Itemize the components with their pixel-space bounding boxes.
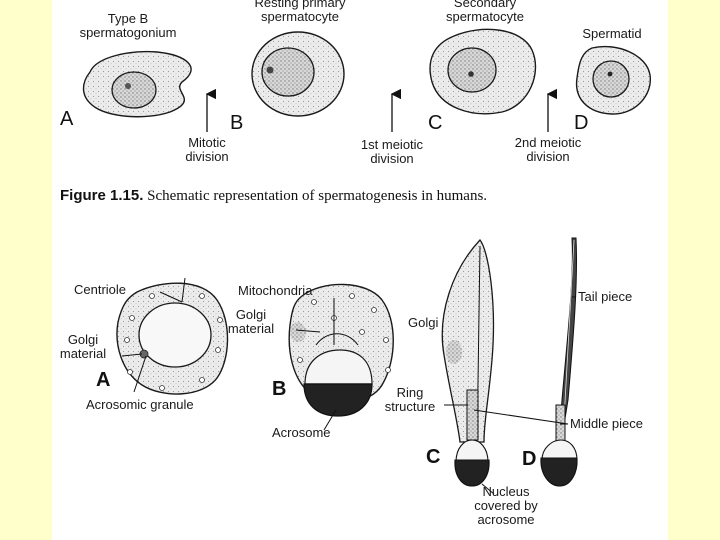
label-type-b-spermatogonium: Type B spermatogonium <box>79 11 177 40</box>
label-golgi-material-b: Golgi material <box>227 307 275 336</box>
label-golgi: Golgi <box>408 315 439 330</box>
label-acrosomic-granule: Acrosomic granule <box>86 397 194 412</box>
label-middle-piece: Middle piece <box>570 416 643 431</box>
top-letter-d: D <box>574 112 589 134</box>
label-mitotic-division: Mitotic division <box>185 135 229 164</box>
label-mitochondria: Mitochondria <box>238 283 313 298</box>
label-tail-piece: Tail piece <box>578 289 633 304</box>
figure-caption: Figure 1.15. Schematic representation of… <box>60 187 487 205</box>
bottom-letter-c: C <box>426 446 441 468</box>
bottom-cell-b <box>288 283 394 431</box>
caption-figure-number: Figure 1.15. <box>60 187 144 204</box>
label-centriole: Centriole <box>74 282 127 297</box>
label-2nd-meiotic-division: 2nd meiotic division <box>514 135 582 164</box>
top-letter-a: A <box>60 108 74 130</box>
caption-text: Schematic representation of spermatogene… <box>147 188 488 204</box>
label-ring-structure: Ring structure <box>384 385 436 414</box>
bottom-letter-b: B <box>272 378 287 400</box>
label-secondary-spermatocyte: Secondary spermatocyte <box>445 0 525 24</box>
label-nucleus-covered-by-acrosome: Nucleus covered by acrosome <box>474 484 538 527</box>
bottom-cell-d <box>540 237 578 487</box>
diagram-drawing <box>82 28 651 495</box>
top-letter-b: B <box>230 112 244 134</box>
top-cell-c <box>429 28 537 115</box>
figure-sheet: Type B spermatogonium Resting primary sp… <box>52 0 668 540</box>
top-cell-b <box>251 31 345 117</box>
label-resting-primary-spermatocyte: Resting primary spermatocyte <box>254 0 346 24</box>
bottom-letter-d: D <box>522 448 537 470</box>
label-golgi-material-a: Golgi material <box>59 332 107 361</box>
label-spermatid: Spermatid <box>582 26 642 41</box>
bottom-cell-c <box>441 239 495 495</box>
top-cell-d <box>575 45 651 115</box>
label-1st-meiotic-division: 1st meiotic division <box>360 137 424 166</box>
top-letter-c: C <box>428 112 443 134</box>
label-acrosome: Acrosome <box>272 425 331 440</box>
bottom-letter-a: A <box>96 369 111 391</box>
top-cell-a <box>82 50 192 118</box>
bottom-cell-a <box>116 277 229 395</box>
